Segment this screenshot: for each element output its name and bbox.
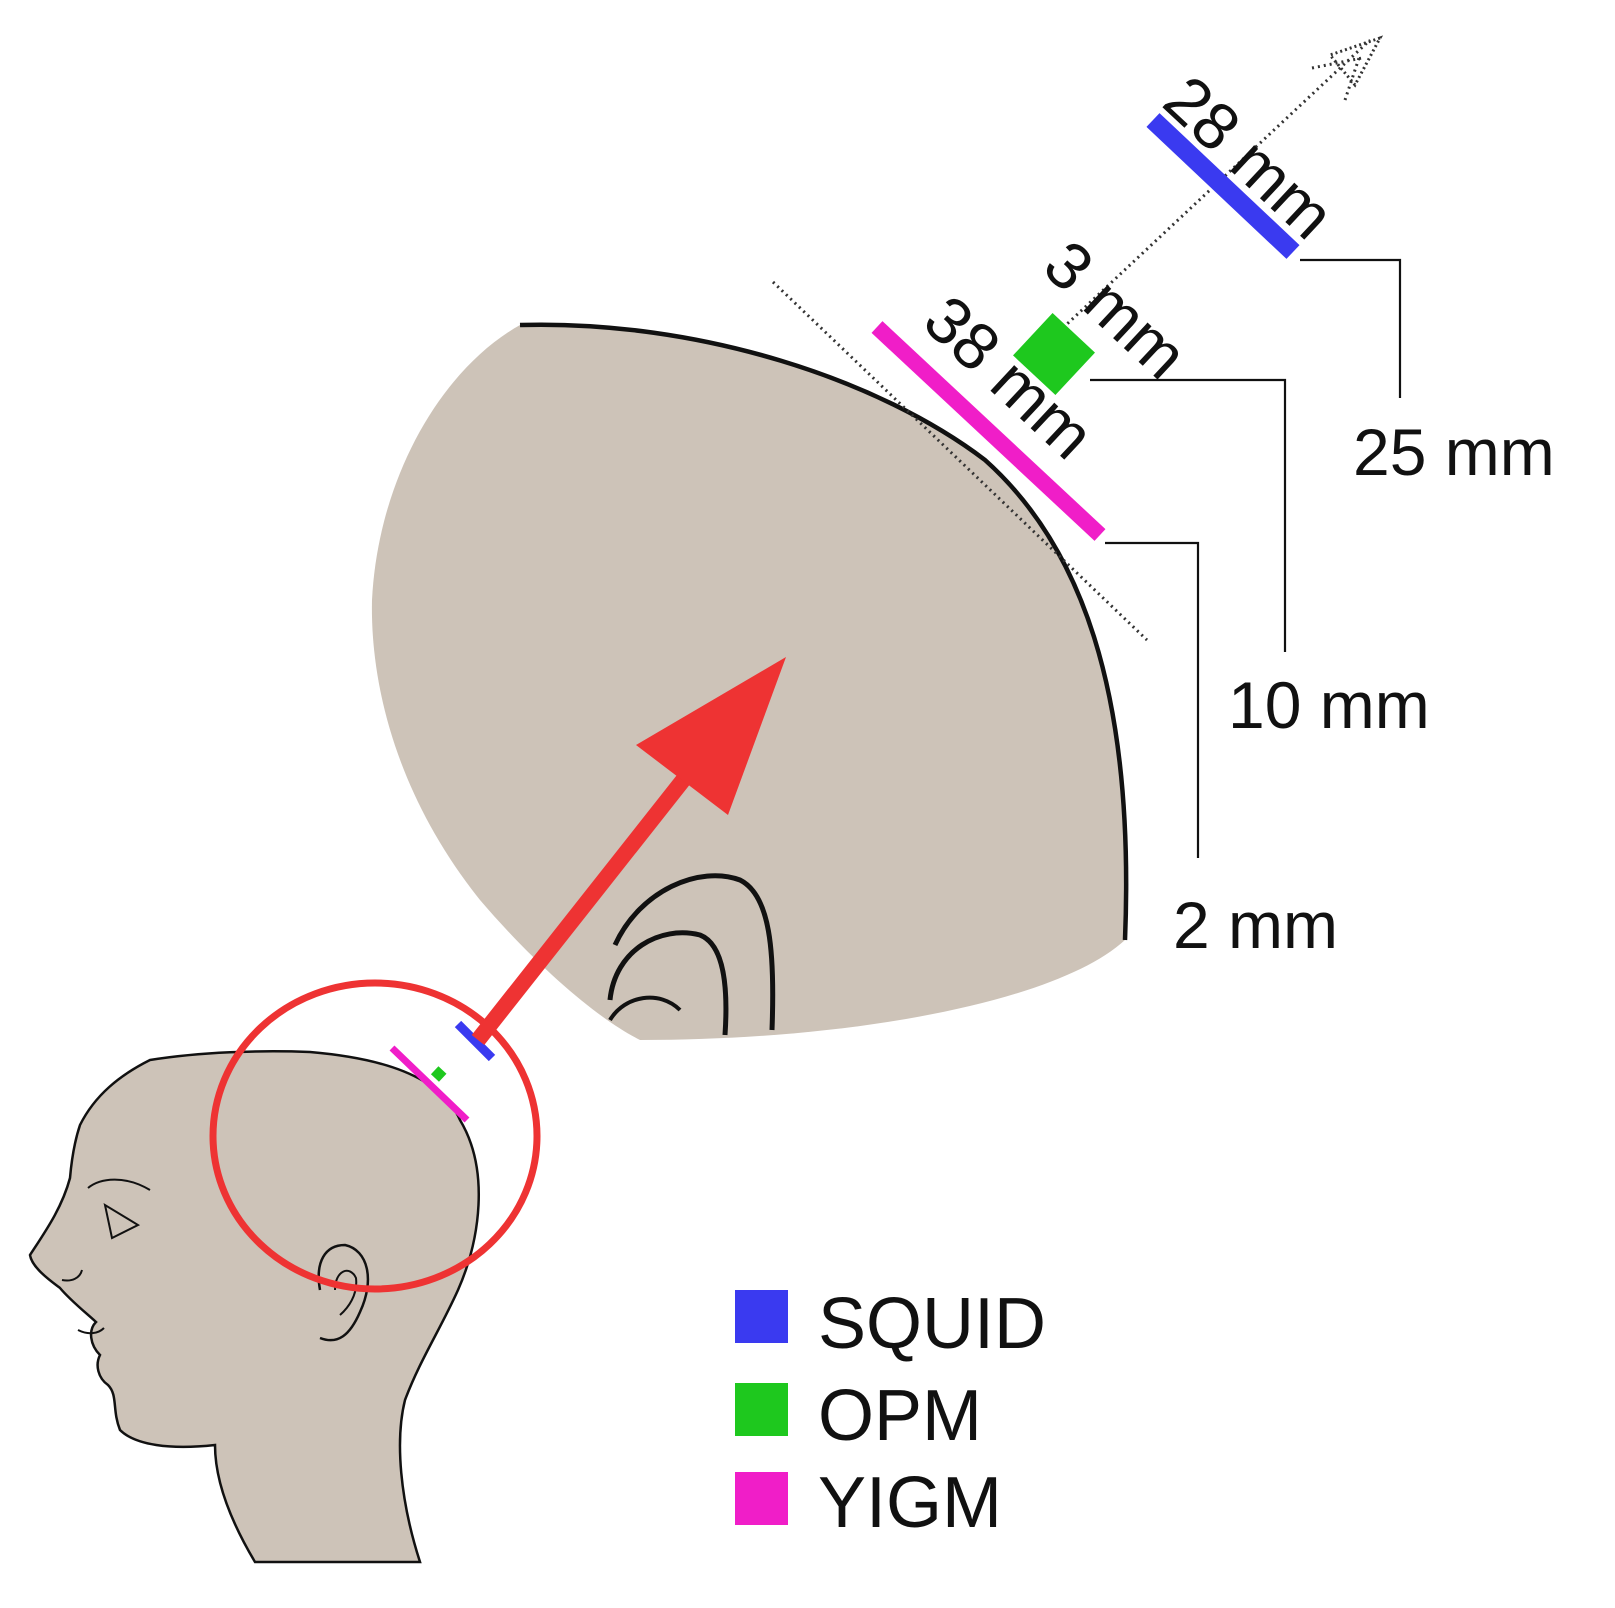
legend-swatch-squid — [735, 1290, 788, 1343]
squid-sensor-small — [454, 1020, 496, 1062]
magnified-ear-lobe — [608, 995, 682, 1022]
legend-label-squid: SQUID — [818, 1284, 1046, 1364]
yigm-leader-line — [1105, 541, 1200, 858]
magnified-ear-outer — [612, 873, 776, 1031]
magnified-ear-inner — [607, 930, 729, 1036]
squid-leader-line — [1300, 258, 1402, 398]
legend-swatch-yigm — [735, 1472, 788, 1525]
yigm-sensor-small — [389, 1045, 470, 1123]
head-eyebrow — [87, 1178, 151, 1191]
yigm-sensor-bar — [871, 321, 1106, 541]
head-profile — [28, 1050, 480, 1564]
legend-label-opm: OPM — [818, 1376, 982, 1456]
head-ear — [317, 1243, 370, 1342]
zoom-circle — [209, 979, 541, 1293]
head-eye — [103, 1202, 141, 1240]
legend: SQUID OPM YIGM — [735, 1284, 1046, 1543]
head-mouth — [77, 1327, 105, 1335]
legend-swatch-opm — [735, 1383, 788, 1436]
head-ear-inner — [334, 1269, 358, 1316]
yigm-distance-label: 2 mm — [1173, 888, 1338, 962]
measurement-axis-arrow — [1311, 35, 1384, 101]
zoom-arrow-shaft — [471, 760, 702, 1045]
scalp-outline — [519, 322, 1129, 941]
squid-distance-label: 25 mm — [1353, 415, 1555, 489]
opm-sensor-square — [1013, 313, 1095, 395]
zoom-arrow-head — [636, 657, 786, 815]
measurement-axis — [1048, 38, 1372, 342]
opm-sensor-small — [430, 1066, 447, 1082]
scalp-tangent-line — [771, 280, 1149, 642]
head-nostril — [61, 1269, 83, 1282]
opm-leader-line — [1090, 378, 1287, 652]
squid-sensor-bar — [1146, 113, 1300, 259]
opm-distance-label: 10 mm — [1228, 668, 1430, 742]
head-silhouette — [28, 1050, 480, 1564]
legend-label-yigm: YIGM — [818, 1463, 1002, 1543]
